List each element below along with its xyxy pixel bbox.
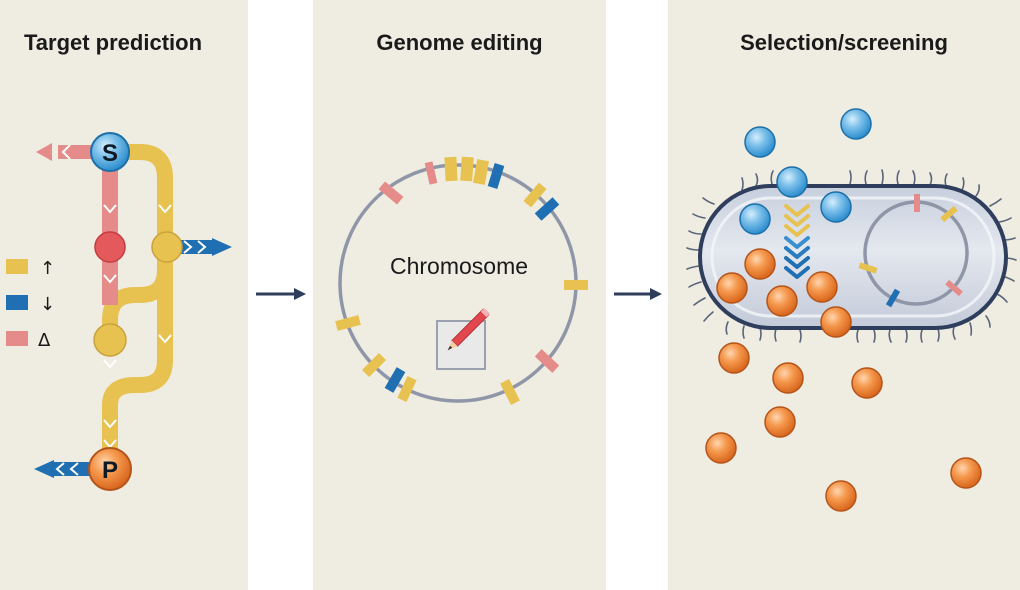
legend-swatch-downregulate: [6, 295, 28, 310]
product-molecules: [705, 248, 982, 512]
arrow-right-icon: [256, 288, 306, 300]
panel-genome-editing: Genome editing: [313, 0, 606, 590]
panel-title-selection-screening: Selection/screening: [740, 30, 948, 55]
product-efflux-arrow: [34, 460, 96, 478]
cell: [686, 169, 1017, 343]
chromosome-label: Chromosome: [390, 253, 528, 279]
gene-markers: [335, 156, 588, 405]
product-node: [88, 447, 132, 491]
chromosome: Chromosome: [335, 156, 588, 405]
edit-box: [436, 307, 491, 370]
panel-title-genome-editing: Genome editing: [376, 30, 543, 55]
arrow-right-icon: [614, 288, 662, 300]
product-label: P: [102, 457, 118, 484]
flow-chevrons: [103, 204, 172, 449]
plasmid: [858, 194, 969, 308]
legend-symbol-upregulate: ↑: [40, 258, 55, 279]
enzyme-node-upregulated: [151, 231, 183, 263]
substrate-label: S: [102, 140, 118, 167]
substrate-node: [90, 132, 130, 172]
enzyme-node-deleted: [94, 231, 126, 263]
legend-symbol-delete: Δ: [38, 330, 51, 351]
pencil-icon: [447, 307, 491, 351]
substrate-molecules: [739, 108, 872, 235]
metabolic-network: S P: [34, 132, 232, 491]
legend: ↑ ↓ Δ: [6, 258, 55, 351]
enzyme-node-upregulated: [93, 323, 127, 357]
chevron-icon: [784, 204, 810, 279]
panel-title-target-prediction: Target prediction: [23, 30, 203, 55]
cell-inner-highlight: [710, 196, 996, 318]
legend-swatch-upregulate: [6, 259, 28, 274]
upregulated-pathway: [102, 144, 173, 450]
cell-pili: [686, 169, 1017, 343]
legend-swatch-delete: [6, 331, 28, 346]
legend-symbol-downregulate: ↓: [40, 294, 55, 315]
